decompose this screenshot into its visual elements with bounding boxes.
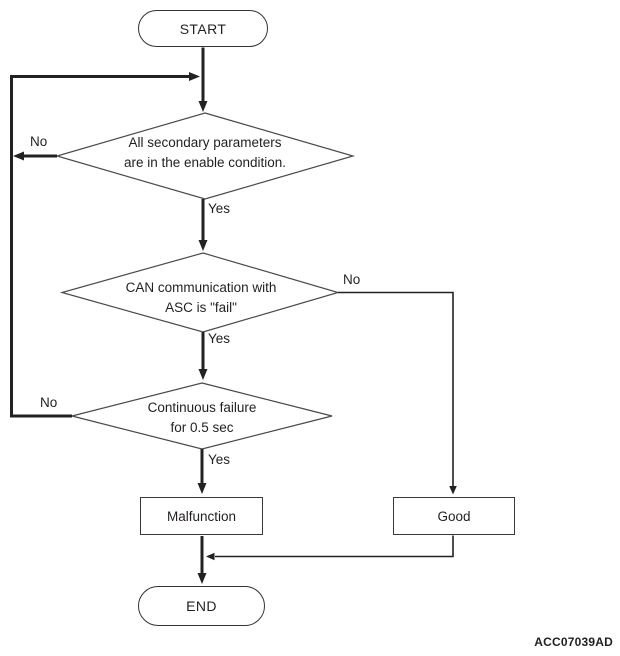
arrowhead-into-good bbox=[449, 486, 457, 495]
edge-decision2-no bbox=[338, 291, 454, 486]
figure-code: ACC07039AD bbox=[534, 635, 613, 649]
decision-can-communication-shape bbox=[59, 252, 341, 333]
end-node: END bbox=[138, 586, 265, 626]
arrowhead-into-malfunction bbox=[197, 483, 207, 494]
arrowhead-good-join bbox=[206, 552, 215, 561]
start-node: START bbox=[138, 10, 268, 47]
decision-continuous-failure-shape bbox=[71, 382, 333, 450]
edge-loop-return bbox=[10, 75, 189, 418]
arrowhead-loop-into-main bbox=[189, 72, 200, 81]
arrowhead-decision1-no bbox=[13, 151, 24, 161]
good-node: Good bbox=[393, 497, 515, 535]
malfunction-node: Malfunction bbox=[140, 497, 263, 535]
arrowhead-into-decision1 bbox=[198, 101, 208, 112]
arrowhead-into-decision3 bbox=[198, 369, 208, 380]
decision-secondary-parameters-shape bbox=[54, 112, 356, 200]
arrowhead-into-end bbox=[197, 573, 207, 584]
edge-good-to-end bbox=[215, 535, 454, 558]
arrowhead-into-decision2 bbox=[198, 240, 208, 251]
